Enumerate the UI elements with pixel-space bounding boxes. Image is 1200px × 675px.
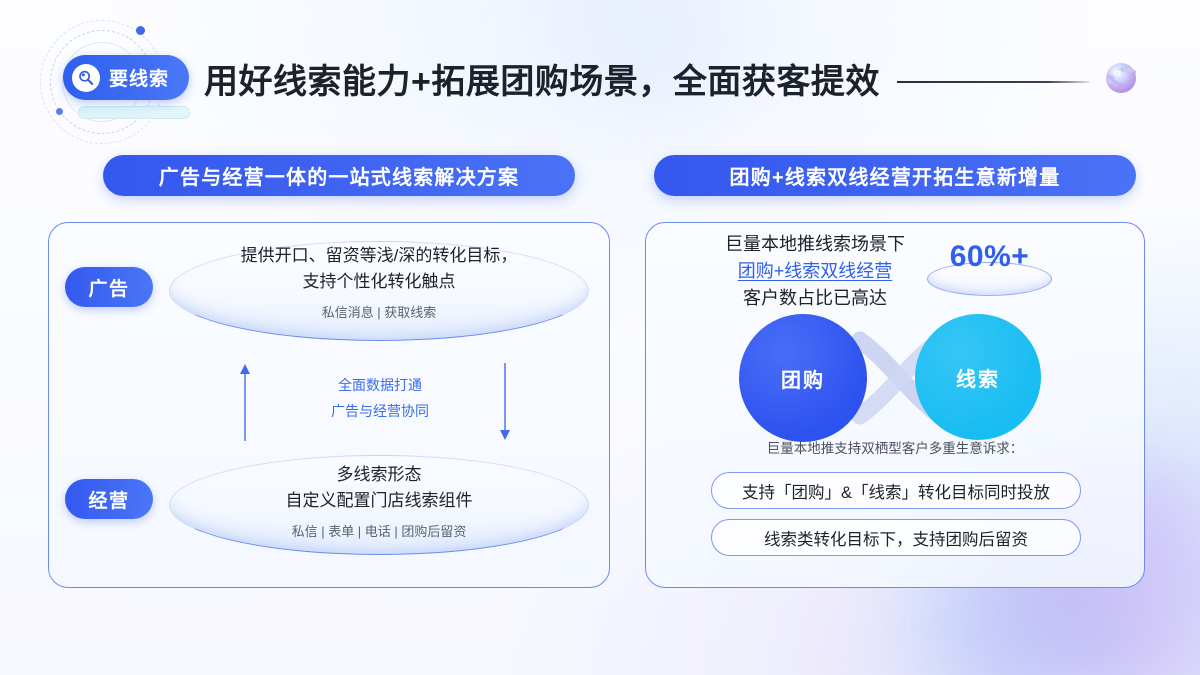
operations-text-block: 多线索形态 自定义配置门店线索组件 私信 | 表单 | 电话 | 团购后留资 (169, 462, 589, 540)
advertising-ellipse (169, 241, 589, 341)
operations-line-1: 多线索形态 (336, 465, 422, 484)
row-label-operations: 经营 (65, 479, 153, 519)
operations-line-2: 自定义配置门店线索组件 (285, 491, 473, 510)
middle-connector-text: 全面数据打通 广告与经营协同 (260, 372, 500, 424)
slide-header: 要线索 用好线索能力+拓展团购场景，全面获客提效 (0, 0, 1200, 144)
advertising-line-1: 提供开口、留资等浅/深的转化目标， (240, 246, 518, 265)
advertising-subtext: 私信消息 | 获取线索 (321, 305, 437, 320)
section-badge[interactable]: 要线索 (63, 55, 190, 100)
section-badge-label: 要线索 (109, 69, 170, 90)
left-panel-heading: 广告与经营一体的一站式线索解决方案 (103, 155, 575, 196)
right-panel-heading: 团购+线索双线经营开拓生意新增量 (654, 155, 1136, 196)
cta-pill-2[interactable]: 线索类转化目标下，支持团购后留资 (711, 519, 1081, 556)
title-rule (897, 81, 1089, 83)
badge-underbar (78, 106, 190, 119)
page-title: 用好线索能力+拓展团购场景，全面获客提效 (204, 62, 880, 101)
advertising-line-2: 支持个性化转化触点 (302, 272, 456, 291)
stat-description: 巨量本地推线索场景下 团购+线索双线经营 客户数占比已高达 (700, 231, 930, 312)
stat-plate (927, 262, 1052, 296)
cta-pill-1[interactable]: 支持「团购」&「线索」转化目标同时投放 (711, 472, 1081, 509)
gradient-orb-logo (1101, 58, 1141, 98)
stat-line-1: 巨量本地推线索场景下 (725, 234, 905, 254)
row-label-advertising: 广告 (65, 267, 153, 307)
arrow-down-icon (498, 363, 512, 446)
stat-value: 60%+ (949, 240, 1030, 273)
search-icon (72, 63, 100, 92)
ring-dot-left (56, 108, 63, 115)
circle-groupbuy: 团购 (739, 314, 867, 442)
middle-line-2: 广告与经营协同 (331, 403, 429, 419)
operations-ellipse (169, 455, 589, 555)
ring-dot-top (136, 26, 145, 35)
arrow-up-icon (238, 363, 252, 446)
stat-line-2-highlight: 团购+线索双线经营 (737, 261, 893, 281)
advertising-text-block: 提供开口、留资等浅/深的转化目标， 支持个性化转化触点 私信消息 | 获取线索 (169, 243, 589, 321)
right-panel-caption: 巨量本地推支持双栖型客户多重生意诉求： (766, 441, 1024, 456)
stat-line-3: 客户数占比已高达 (743, 288, 887, 308)
circle-leads: 线索 (915, 314, 1041, 440)
operations-subtext: 私信 | 表单 | 电话 | 团购后留资 (291, 524, 467, 539)
middle-line-1: 全面数据打通 (338, 377, 422, 393)
